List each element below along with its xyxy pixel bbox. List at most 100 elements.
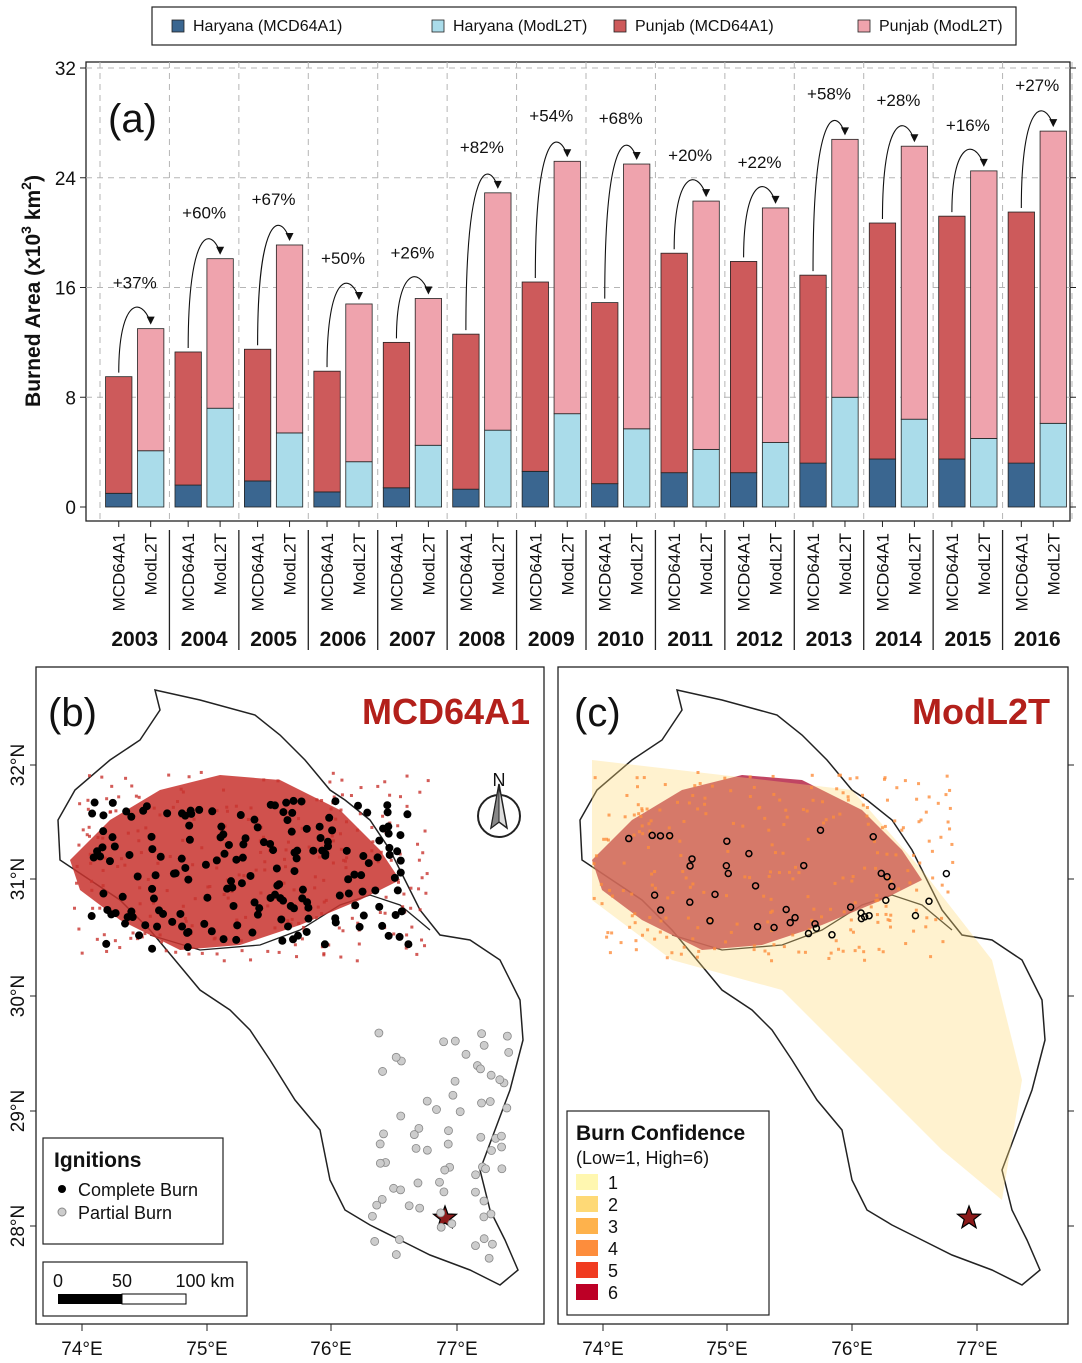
panel-b-title: MCD64A1 <box>362 691 530 732</box>
burn-pixel <box>592 896 596 900</box>
burn-pixel <box>320 912 324 916</box>
bar-haryana-mcd64a1-2010 <box>591 483 619 508</box>
burn-pixel <box>187 952 191 956</box>
burn-pixel <box>417 858 421 862</box>
burn-pixel <box>671 891 675 895</box>
increase-arrow-2003 <box>118 306 152 373</box>
complete-burn-point <box>169 869 178 878</box>
burn-pixel <box>130 784 134 788</box>
burn-pixel <box>785 815 789 819</box>
increase-arrow-2010 <box>604 144 638 299</box>
burn-pixel <box>320 799 324 803</box>
bar-haryana-modl2t-2006 <box>345 461 373 508</box>
burn-pixel <box>883 776 887 780</box>
complete-burn-point <box>378 921 387 930</box>
increase-arrow-2005 <box>257 224 291 346</box>
x-label-modl2t: ModL2T <box>975 533 994 595</box>
burn-pixel <box>837 947 841 951</box>
complete-burn-point <box>384 931 393 940</box>
burn-pixel <box>116 865 120 869</box>
complete-burn-point <box>404 940 413 949</box>
bar-punjab-modl2t-2014 <box>900 145 928 420</box>
burn-pixel <box>944 793 948 797</box>
burn-pixel <box>888 919 892 923</box>
increase-arrow-2014 <box>881 125 915 220</box>
burn-pixel <box>146 877 150 881</box>
bar-haryana-mcd64a1-2015 <box>938 458 966 508</box>
burn-pixel <box>108 810 112 814</box>
ignition-cluster-outline <box>816 826 825 834</box>
x-label-mcd64a1: MCD64A1 <box>804 533 823 611</box>
burn-pixel <box>885 798 889 802</box>
bar-punjab-mcd64a1-2015 <box>938 215 966 460</box>
burn-pixel <box>355 959 359 963</box>
city-star-icon <box>955 1204 983 1230</box>
burn-pixel <box>791 877 795 881</box>
y-axis-label: Burned Area (x103 km2) <box>18 175 45 407</box>
burn-pixel <box>636 803 640 807</box>
complete-burn-point <box>396 831 405 840</box>
burn-pixel <box>199 770 203 774</box>
ignition-cluster-outline <box>753 922 762 931</box>
burn-pixel <box>940 916 944 920</box>
burn-pixel <box>297 817 301 821</box>
year-label-2005: 2005 <box>250 628 297 651</box>
complete-burn-point <box>286 902 295 911</box>
partial-burn-point <box>411 1143 421 1153</box>
complete-burn-point <box>178 922 187 931</box>
burn-pixel <box>129 936 133 940</box>
burn-pixel <box>286 919 290 923</box>
burn-pixel <box>809 786 813 790</box>
burn-pixel <box>405 774 409 778</box>
burn-pixel <box>872 839 876 843</box>
x-label-mcd64a1: MCD64A1 <box>457 533 476 611</box>
burn-pixel <box>410 925 414 929</box>
burn-pixel <box>829 951 833 955</box>
burn-pixel <box>767 828 771 832</box>
x-label-modl2t: ModL2T <box>211 533 230 595</box>
complete-burn-point <box>248 928 257 937</box>
year-label-2011: 2011 <box>667 628 713 651</box>
bar-punjab-mcd64a1-2008 <box>452 333 480 490</box>
burn-pixel <box>187 775 191 779</box>
complete-burn-point <box>185 835 194 844</box>
arrow-head-2012 <box>771 195 780 204</box>
complete-burn-point <box>88 809 97 818</box>
burn-pixel <box>805 809 809 813</box>
svg-text:0: 0 <box>53 1271 63 1291</box>
confidence-swatch-2 <box>576 1196 598 1212</box>
complete-burn-point <box>185 821 194 830</box>
complete-burn-point <box>271 890 280 899</box>
bar-punjab-mcd64a1-2005 <box>244 348 272 482</box>
ignition-cluster-outline <box>804 929 813 938</box>
burn-pixel <box>630 914 634 918</box>
increase-arrow-2004 <box>187 238 221 348</box>
complete-burn-point <box>259 838 268 847</box>
complete-burn-point <box>181 863 190 872</box>
legend-label-1: Haryana (ModL2T) <box>453 18 587 35</box>
complete-burn-point <box>284 922 293 931</box>
complete-burn-point <box>121 919 130 928</box>
burn-pixel <box>158 813 162 817</box>
complete-burn-point <box>396 868 405 877</box>
burn-pixel <box>927 795 931 799</box>
year-label-2007: 2007 <box>389 628 436 651</box>
x-label-mcd64a1: MCD64A1 <box>735 533 754 611</box>
increase-arrow-2016 <box>1020 110 1054 209</box>
burn-pixel <box>863 866 867 870</box>
burn-pixel <box>834 939 838 943</box>
burn-pixel <box>240 949 244 953</box>
burn-pixel <box>936 801 940 805</box>
bar-punjab-modl2t-2004 <box>206 258 234 409</box>
burn-pixel <box>851 875 855 879</box>
burn-pixel <box>883 824 887 828</box>
burn-pixel <box>405 933 409 937</box>
burn-pixel <box>215 952 219 956</box>
burn-pixel <box>315 916 319 920</box>
burn-pixel <box>777 871 781 875</box>
complete-burn-point <box>148 884 157 893</box>
burn-pixel <box>846 798 850 802</box>
year-label-2004: 2004 <box>181 628 228 651</box>
partial-burn-point <box>439 1187 449 1197</box>
ignition-cluster-outline <box>883 872 891 881</box>
